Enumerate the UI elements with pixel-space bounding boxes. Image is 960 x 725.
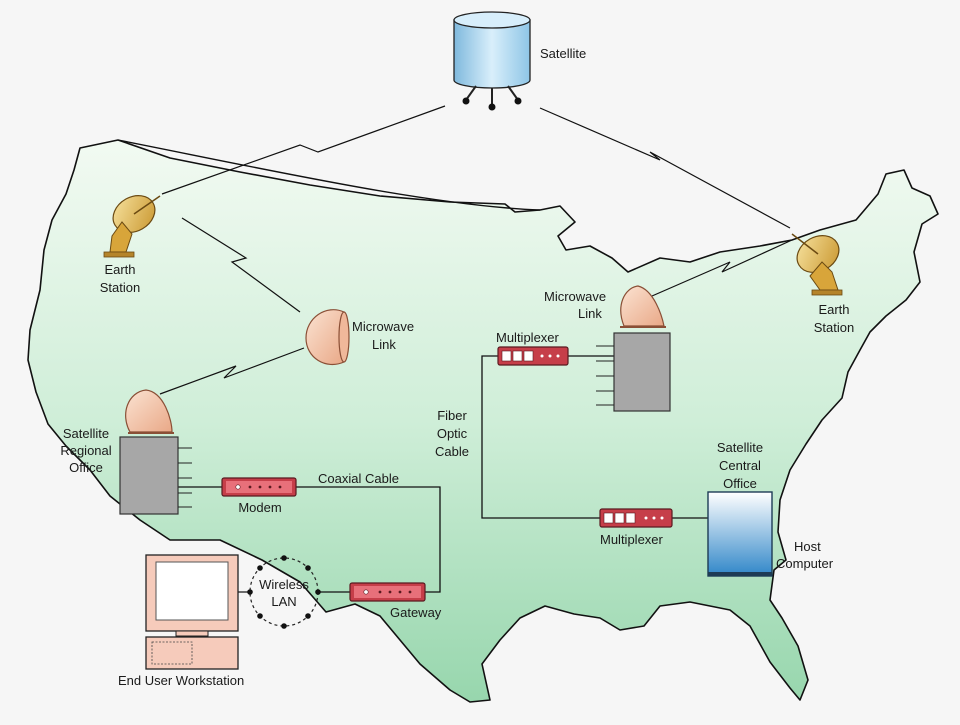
microwave-antenna-icon	[125, 389, 174, 434]
microwave-link-east-label-1: Microwave	[544, 289, 606, 304]
gateway-label: Gateway	[390, 605, 442, 620]
coaxial-cable-label: Coaxial Cable	[318, 471, 399, 486]
server-rack-icon	[596, 332, 671, 412]
modem-label: Modem	[238, 500, 281, 515]
regional-office-label-1: Satellite	[63, 426, 109, 441]
microwave-link-west-2	[159, 347, 305, 395]
microwave-link-east	[651, 239, 793, 297]
northern-border-line	[117, 139, 541, 211]
regional-office-label-2: Regional	[60, 443, 111, 458]
workstation-label: End User Workstation	[118, 673, 244, 688]
dish-antenna-icon	[103, 195, 161, 258]
gateway-icon	[349, 582, 426, 602]
earth-station-west-label-1: Earth	[104, 262, 135, 277]
microwave-antenna-icon	[305, 309, 350, 366]
fiber-optic-label-1: Fiber	[437, 408, 467, 423]
microwave-link-west-1	[181, 217, 301, 313]
regional-office-label-3: Office	[69, 460, 103, 475]
central-office-label-3: Office	[723, 476, 757, 491]
fiber-optic-label-3: Cable	[435, 444, 469, 459]
central-office-label-1: Satellite	[717, 440, 763, 455]
central-office-label-2: Central	[719, 458, 761, 473]
wireless-lan-label-1: Wireless	[259, 577, 309, 592]
microwave-link-west-label-2: Link	[372, 337, 396, 352]
server-rack-icon	[119, 436, 192, 515]
dish-antenna-icon	[791, 233, 843, 296]
earth-station-west-label-2: Station	[100, 280, 140, 295]
multiplexer-bottom-label: Multiplexer	[600, 532, 664, 547]
multiplexer-icon	[497, 346, 569, 366]
satellite-icon	[453, 11, 531, 111]
host-computer-label-2: Computer	[776, 556, 834, 571]
host-computer-icon	[707, 491, 773, 577]
modem-icon	[221, 477, 297, 497]
multiplexer-icon	[599, 508, 673, 528]
coaxial-cable-line	[296, 486, 441, 593]
satellite-link-west	[161, 105, 446, 195]
fiber-optic-cable-line	[481, 355, 600, 519]
microwave-antenna-icon	[620, 285, 666, 328]
satellite-link-east	[539, 107, 791, 229]
earth-station-east-label-1: Earth	[818, 302, 849, 317]
earth-station-east-label-2: Station	[814, 320, 854, 335]
microwave-link-west-label-1: Microwave	[352, 319, 414, 334]
wireless-ring-icon	[247, 555, 321, 629]
monitor-icon	[145, 554, 239, 637]
host-computer-label-1: Host	[794, 539, 821, 554]
multiplexer-top-label: Multiplexer	[496, 330, 560, 345]
wireless-lan-label-2: LAN	[271, 594, 296, 609]
satellite-label: Satellite	[540, 46, 586, 61]
microwave-link-east-label-2: Link	[578, 306, 602, 321]
fiber-optic-label-2: Optic	[437, 426, 468, 441]
keyboard-icon	[145, 636, 239, 670]
